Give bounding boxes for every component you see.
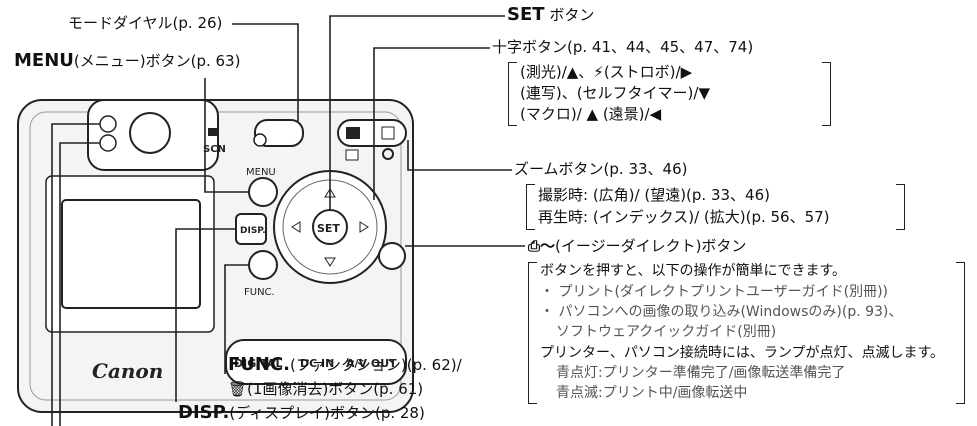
mode-dial[interactable] [254, 119, 304, 147]
svg-text:FUNC.: FUNC. [244, 287, 275, 298]
leader-func [224, 264, 249, 374]
lcd-screen [61, 199, 201, 309]
svg-text:DIGITAL: DIGITAL [234, 357, 283, 370]
svg-text:DISP.: DISP. [240, 226, 266, 236]
mode-dial-label: モードダイヤル(p. 26) [68, 14, 223, 32]
func-label-bold: FUNC. [228, 354, 291, 375]
menu-label: MENU(メニュー)ボタン(p. 63) [14, 50, 241, 71]
func-label-rest: (ファンクション)(p. 62)/ [290, 356, 462, 374]
leader-lamp [51, 123, 100, 426]
leader-zoom [407, 140, 512, 171]
zoom-line1: 撮影時: (広角)/ (望遠)(p. 33、46) [538, 186, 770, 204]
set-label: SET ボタン [507, 4, 595, 25]
func-button[interactable] [248, 250, 278, 280]
zoom-bracket-left [526, 184, 535, 230]
leader-menu [204, 78, 249, 193]
direct-intro: ボタンを押すと、以下の操作が簡単にできます。 [540, 263, 847, 279]
menu-label-bold: MENU [14, 50, 74, 71]
direct-bracket-right [956, 262, 965, 404]
svg-text:DC IN: DC IN [300, 357, 334, 370]
menu-label-rest: (メニュー)ボタン(p. 63) [73, 52, 241, 70]
viewfinder-icon [129, 112, 171, 154]
cross-line1: (測光)/▲、⚡(ストロボ)/▶ [520, 63, 693, 81]
zoom-title: ズームボタン(p. 33、46) [514, 160, 688, 178]
direct-lamp: プリンター、パソコン接続時には、ランプが点灯、点滅します。 [540, 345, 945, 361]
direct-bracket-left [528, 262, 537, 404]
leader-disp [175, 228, 236, 402]
menu-button[interactable] [248, 177, 278, 207]
set-label-rest: ボタン [544, 6, 595, 24]
leader-cross [373, 47, 490, 200]
cross-bracket-right [822, 62, 831, 126]
cross-line3: (マクロ)/ ▲ (遠景)/◀ [520, 105, 662, 123]
svg-text:A/V OUT: A/V OUT [346, 357, 397, 370]
direct-title: ⎙〜(イージーダイレクト)ボタン [528, 237, 746, 255]
direct-title-text: (イージーダイレクト)ボタン [555, 237, 747, 255]
disp-label-rest: (ディスプレイ)ボタン(p. 28) [229, 404, 425, 422]
erase-icon: 🗑 [228, 380, 248, 398]
zoom-line2: 再生時: (インデックス)/ (拡大)(p. 56、57) [538, 208, 830, 226]
direct-print-button[interactable] [378, 242, 406, 270]
leader-set [329, 15, 505, 210]
scn-label: SCN [203, 144, 226, 155]
direct-blue-blink: 青点滅:プリント中/画像転送中 [556, 385, 748, 401]
set-label-bold: SET [507, 4, 545, 25]
direct-print-icon: ⎙〜 [528, 237, 556, 255]
ports-panel [225, 339, 407, 385]
direct-item2b: ソフトウェアクイックガイド(別冊) [556, 324, 777, 340]
svg-text:MENU: MENU [246, 167, 276, 178]
cross-title: 十字ボタン(p. 41、44、45、47、74) [492, 38, 754, 56]
zoom-bracket-right [896, 184, 905, 230]
magnify-icon [382, 148, 394, 160]
func-label: FUNC.(ファンクション)(p. 62)/ [228, 354, 462, 375]
disp-label: DISP.(ディスプレイ)ボタン(p. 28) [178, 402, 425, 423]
disp-label-bold: DISP. [178, 402, 230, 423]
svg-text:SET: SET [317, 222, 340, 235]
cross-bracket-left [508, 62, 517, 126]
erase-label-text: (1画像消去)ボタン(p. 61) [247, 380, 424, 398]
cross-line2: (連写)、(セルフタイマー)/▼ [520, 84, 710, 102]
erase-label: 🗑(1画像消去)ボタン(p. 61) [228, 380, 423, 398]
brand-logo: Canon [92, 359, 163, 383]
leader-lamp2 [59, 142, 100, 426]
direct-blue-on: 青点灯:プリンター準備完了/画像転送準備完了 [556, 365, 846, 381]
direct-item2: ・ パソコンへの画像の取り込み(Windowsのみ)(p. 93)、 [540, 304, 903, 320]
leader-mode-dial [232, 23, 299, 122]
direct-item1: ・ プリント(ダイレクトプリントユーザーガイド(別冊)) [540, 284, 889, 300]
